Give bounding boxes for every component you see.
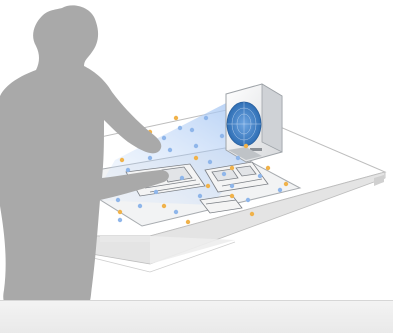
negative-ion-icon — [189, 127, 195, 133]
positive-ion-icon — [185, 219, 191, 225]
negative-ion-icon — [137, 203, 143, 209]
negative-ion-icon — [207, 159, 213, 165]
positive-ion-icon — [205, 183, 211, 189]
negative-ion-icon — [229, 183, 235, 189]
caption-bar — [0, 300, 393, 333]
negative-ion-icon — [221, 171, 227, 177]
positive-ion-icon — [229, 193, 235, 199]
negative-ion-icon — [197, 193, 203, 199]
ion-cloud — [97, 115, 289, 225]
positive-ion-icon — [229, 165, 235, 171]
negative-ion-icon — [173, 209, 179, 215]
positive-ion-icon — [265, 165, 271, 171]
negative-ion-icon — [277, 187, 283, 193]
negative-ion-icon — [219, 133, 225, 139]
ionizer-fan-icon — [225, 83, 283, 163]
table-front-strip — [100, 236, 150, 242]
negative-ion-icon — [235, 155, 241, 161]
positive-ion-icon — [117, 209, 123, 215]
circuit-board-icon — [199, 194, 243, 214]
negative-ion-icon — [193, 143, 199, 149]
negative-ion-icon — [179, 175, 185, 181]
positive-ion-icon — [283, 181, 289, 187]
negative-ion-icon — [125, 167, 131, 173]
positive-ion-icon — [249, 211, 255, 217]
positive-ion-icon — [243, 143, 249, 149]
negative-ion-icon — [153, 189, 159, 195]
negative-ion-icon — [161, 135, 167, 141]
positive-ion-icon — [173, 115, 179, 121]
negative-ion-icon — [245, 197, 251, 203]
negative-ion-icon — [117, 217, 123, 223]
negative-ion-icon — [167, 147, 173, 153]
negative-ion-icon — [115, 197, 121, 203]
negative-ion-icon — [177, 125, 183, 131]
positive-ion-icon — [119, 157, 125, 163]
person-silhouette — [0, 5, 169, 306]
negative-ion-icon — [147, 155, 153, 161]
positive-ion-icon — [193, 155, 199, 161]
positive-ion-icon — [161, 203, 167, 209]
negative-ion-icon — [257, 173, 263, 179]
circuit-board-icon — [204, 161, 269, 193]
negative-ion-icon — [203, 115, 209, 121]
